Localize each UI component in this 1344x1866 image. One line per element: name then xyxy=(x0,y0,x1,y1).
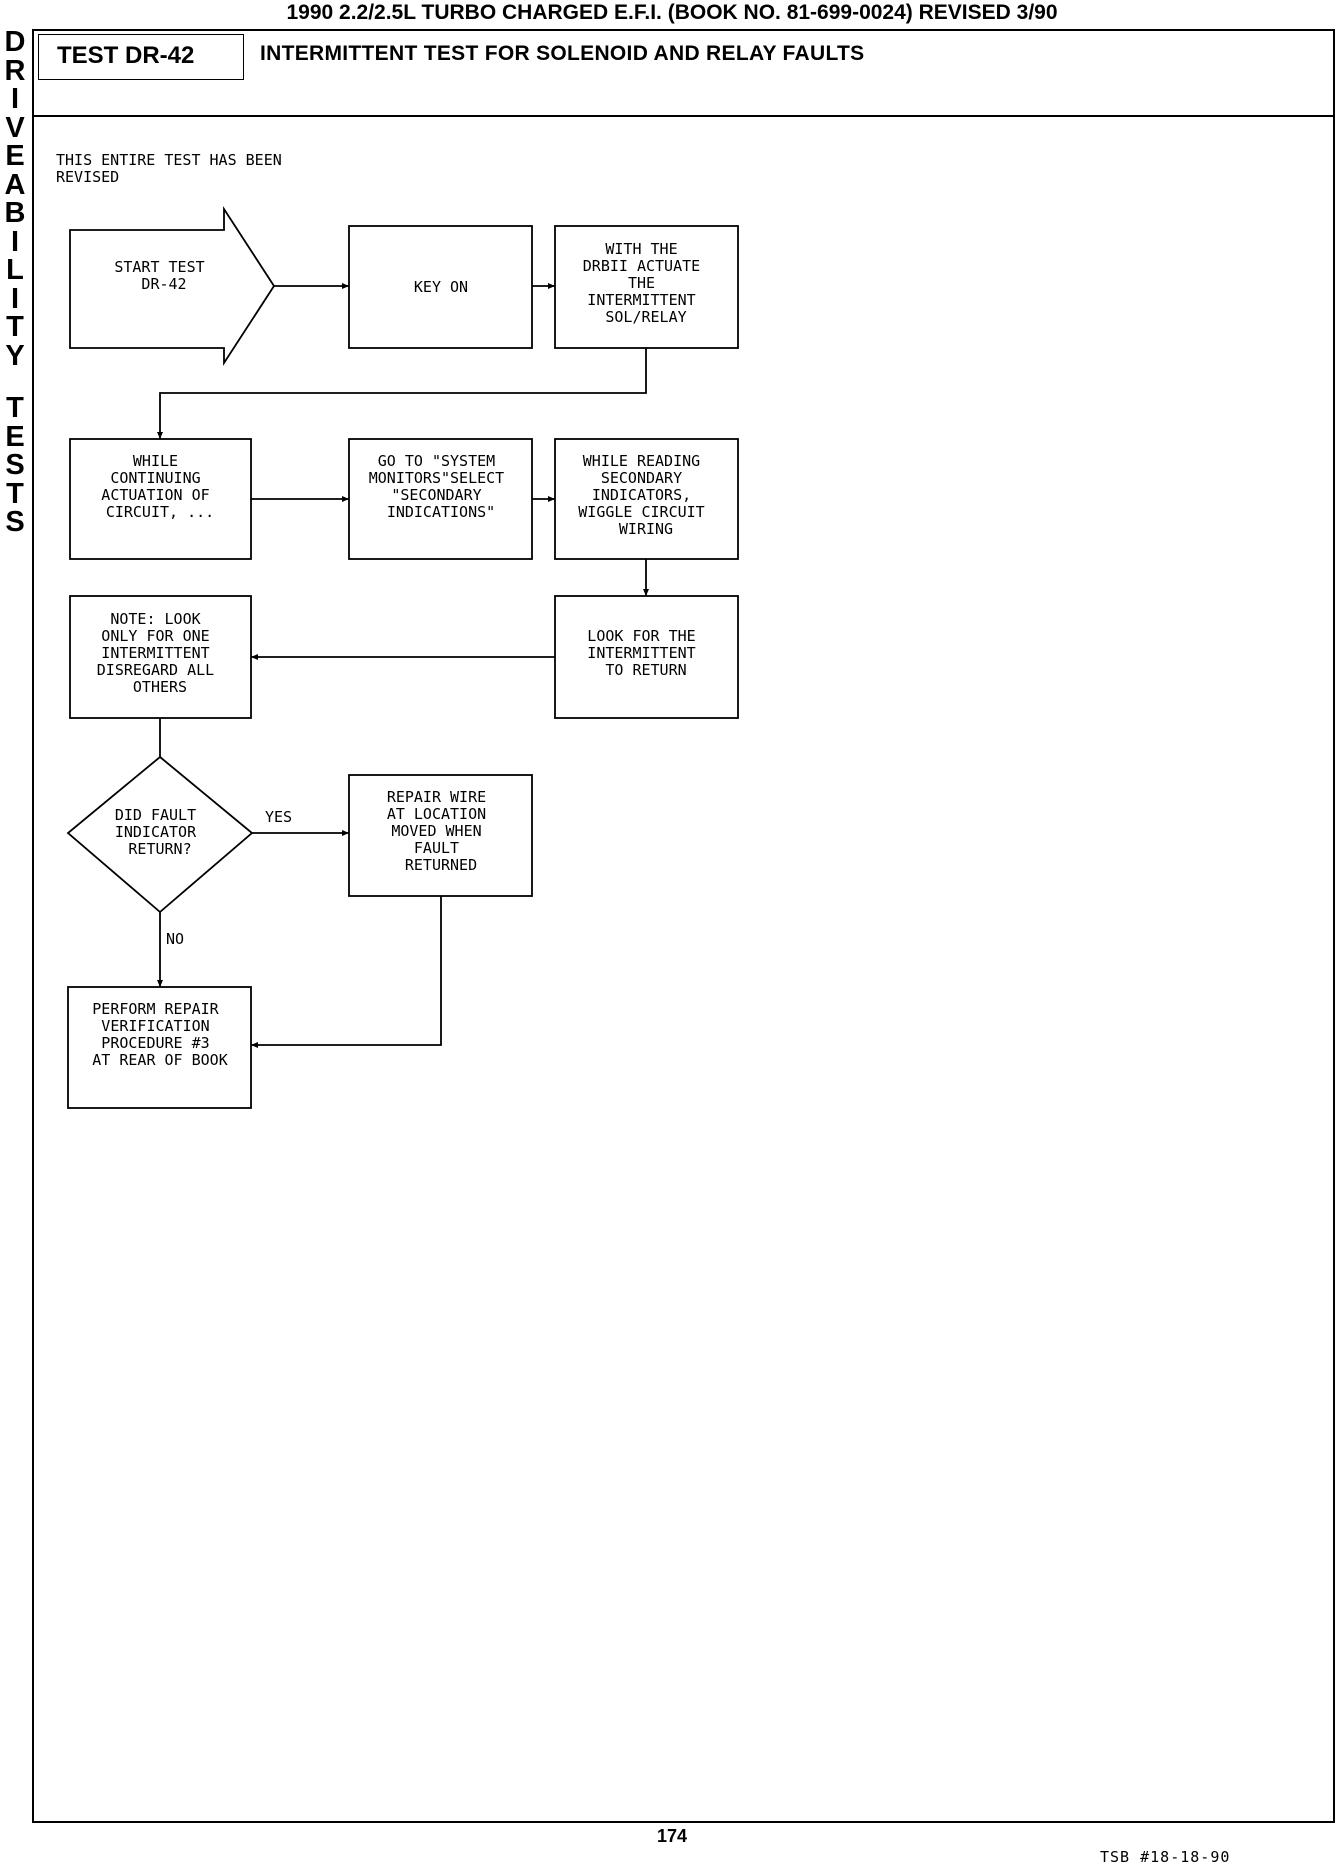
revised-note-line: THIS ENTIRE TEST HAS BEEN xyxy=(56,151,282,169)
document-header: 1990 2.2/2.5L TURBO CHARGED E.F.I. (BOOK… xyxy=(286,1,1058,24)
yes-label: YES xyxy=(265,808,292,826)
actuate-label: WITH THE DRBII ACTUATE THE INTERMITTENT … xyxy=(583,240,709,326)
while-reading-label: WHILE READING SECONDARY INDICATORS, WIGG… xyxy=(578,452,713,538)
start-label: START TEST DR-42 xyxy=(114,258,213,293)
side-label-letter: S xyxy=(5,449,25,481)
side-label-letter: E xyxy=(5,420,25,453)
side-label-letter: I xyxy=(10,282,20,315)
revised-note-line: REVISED xyxy=(56,168,120,186)
test-id-box: TEST DR-42 xyxy=(38,34,244,80)
connector xyxy=(157,348,647,439)
repair-wire-label: REPAIR WIRE AT LOCATION MOVED WHEN FAULT… xyxy=(387,788,495,874)
title-row xyxy=(32,29,1335,117)
while-continuing-label: WHILE CONTINUING ACTUATION OF CIRCUIT, .… xyxy=(101,452,218,521)
no-label: NO xyxy=(166,930,184,948)
side-label-letter: D xyxy=(4,26,26,58)
key-on-box xyxy=(348,225,533,349)
side-label-letter: R xyxy=(4,54,26,87)
side-label-letter: I xyxy=(10,225,20,258)
side-label-letter: T xyxy=(6,392,24,424)
side-label-letter: S xyxy=(5,506,25,538)
side-label-letter: L xyxy=(6,254,24,286)
decision-label: DID FAULT INDICATOR RETURN? xyxy=(115,806,205,858)
side-label-letter: T xyxy=(6,477,24,510)
side-label-letter: I xyxy=(10,83,20,115)
key-on-label: KEY ON xyxy=(414,278,468,296)
side-label-letter: A xyxy=(4,168,26,201)
note-label: NOTE: LOOK ONLY FOR ONE INTERMITTENT DIS… xyxy=(97,610,223,696)
side-label-letter: B xyxy=(4,197,26,229)
goto-monitors-label: GO TO "SYSTEM MONITORS"SELECT "SECONDARY… xyxy=(369,452,514,521)
start-arrow-shape xyxy=(69,205,276,367)
test-title: INTERMITTENT TEST FOR SOLENOID AND RELAY… xyxy=(260,42,865,65)
page-number: 174 xyxy=(656,1826,688,1846)
connector xyxy=(251,896,442,1048)
side-label-letter: E xyxy=(5,140,25,172)
page-frame xyxy=(32,29,1335,1823)
perform-repair-label: PERFORM REPAIR VERIFICATION PROCEDURE #3… xyxy=(92,1000,227,1069)
side-label-letter: Y xyxy=(5,339,25,372)
revised-note: THIS ENTIRE TEST HAS BEEN REVISED xyxy=(56,152,356,186)
tsb-reference: TSB #18-18-90 xyxy=(1100,1848,1231,1866)
side-label-letter: V xyxy=(5,111,25,144)
side-label-letter: T xyxy=(6,311,24,343)
look-for-label: LOOK FOR THE INTERMITTENT TO RETURN xyxy=(587,627,704,679)
